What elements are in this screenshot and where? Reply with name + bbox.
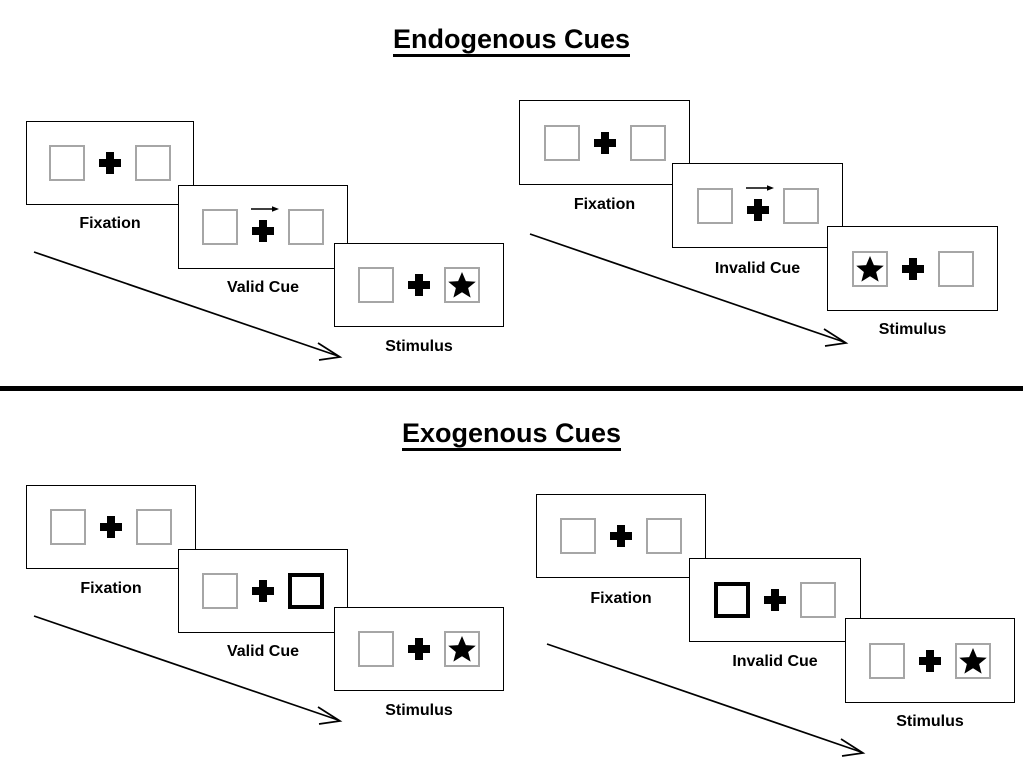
star-icon	[855, 255, 884, 282]
card-content	[537, 495, 705, 577]
placeholder-box-right[interactable]	[646, 518, 682, 554]
cue-center	[251, 206, 279, 242]
card-label-endogenous-invalid-fixation: Fixation	[573, 196, 636, 213]
section-title-exogenous-text: Exogenous Cues	[401, 419, 622, 452]
placeholder-box-left[interactable]	[202, 209, 238, 245]
trial-card-exogenous-valid-cue[interactable]	[178, 549, 348, 633]
placeholder-box-left-target[interactable]	[851, 250, 888, 287]
card-content	[27, 486, 195, 568]
placeholder-box-right[interactable]	[136, 509, 172, 545]
placeholder-box-left[interactable]	[50, 509, 86, 545]
trial-card-exogenous-invalid-cue[interactable]	[689, 558, 861, 642]
plus-icon	[901, 256, 924, 282]
card-label-endogenous-invalid-cue: Invalid Cue	[714, 260, 801, 277]
trial-card-endogenous-invalid-stimulus[interactable]	[827, 226, 998, 311]
card-label-exogenous-valid-fixation: Fixation	[80, 580, 142, 597]
plus-icon	[408, 636, 430, 662]
section-divider	[0, 386, 1023, 391]
section-title-endogenous-text: Endogenous Cues	[392, 25, 630, 58]
trial-card-exogenous-valid-stimulus[interactable]	[334, 607, 504, 691]
plus-icon	[764, 587, 786, 613]
placeholder-box-right-target[interactable]	[444, 631, 480, 667]
placeholder-box-left[interactable]	[560, 518, 596, 554]
plus-icon	[252, 218, 274, 244]
card-content	[179, 550, 347, 632]
card-label-exogenous-valid-stimulus: Stimulus	[385, 702, 453, 719]
plus-icon	[593, 130, 616, 156]
card-label-endogenous-valid-stimulus: Stimulus	[385, 338, 453, 355]
card-content	[690, 559, 860, 641]
trial-card-endogenous-valid-stimulus[interactable]	[334, 243, 504, 327]
trial-card-exogenous-invalid-fixation[interactable]	[536, 494, 706, 578]
trial-card-endogenous-invalid-fixation[interactable]	[519, 100, 690, 185]
diagonal-arrow-icon-endogenous-invalid	[529, 233, 849, 347]
section-title-exogenous: Exogenous Cues	[0, 418, 1023, 452]
placeholder-box-right-target[interactable]	[444, 267, 480, 303]
arrow-right-icon	[745, 184, 774, 191]
placeholder-box-left[interactable]	[49, 145, 85, 181]
card-label-exogenous-invalid-fixation: Fixation	[590, 590, 652, 607]
placeholder-box-left[interactable]	[358, 267, 394, 303]
card-content	[846, 619, 1014, 702]
plus-icon	[99, 150, 121, 176]
trial-card-endogenous-valid-cue[interactable]	[178, 185, 348, 269]
star-icon	[448, 636, 476, 662]
placeholder-box-right-target[interactable]	[955, 642, 991, 679]
star-icon	[959, 647, 987, 674]
card-content	[335, 244, 503, 326]
placeholder-box-right[interactable]	[782, 187, 819, 224]
card-label-exogenous-invalid-cue: Invalid Cue	[732, 653, 818, 670]
diagonal-arrow-icon-exogenous-valid	[33, 615, 343, 725]
trial-card-exogenous-valid-fixation[interactable]	[26, 485, 196, 569]
plus-icon	[746, 197, 769, 223]
arrow-right-icon	[251, 206, 279, 212]
placeholder-box-left-cued[interactable]	[714, 582, 750, 618]
card-label-endogenous-invalid-stimulus: Stimulus	[878, 321, 947, 338]
card-content	[335, 608, 503, 690]
placeholder-box-right[interactable]	[629, 124, 666, 161]
trial-card-exogenous-invalid-stimulus[interactable]	[845, 618, 1015, 703]
placeholder-box-right[interactable]	[800, 582, 836, 618]
trial-card-endogenous-valid-fixation[interactable]	[26, 121, 194, 205]
plus-icon	[408, 272, 430, 298]
card-label-exogenous-valid-cue: Valid Cue	[226, 643, 300, 660]
plus-icon	[919, 648, 941, 674]
placeholder-box-right[interactable]	[937, 250, 974, 287]
section-title-endogenous: Endogenous Cues	[0, 24, 1023, 58]
trial-card-endogenous-invalid-cue[interactable]	[672, 163, 843, 248]
placeholder-box-left[interactable]	[869, 642, 905, 679]
diagonal-arrow-icon-exogenous-invalid	[546, 643, 866, 757]
placeholder-box-left[interactable]	[358, 631, 394, 667]
placeholder-box-right[interactable]	[288, 209, 324, 245]
card-label-endogenous-valid-fixation: Fixation	[79, 215, 141, 232]
card-content	[828, 227, 997, 310]
plus-icon	[610, 523, 632, 549]
card-content	[673, 164, 842, 247]
card-content	[520, 101, 689, 184]
placeholder-box-left[interactable]	[696, 187, 733, 224]
card-content	[179, 186, 347, 268]
plus-icon	[100, 514, 122, 540]
diagonal-arrow-icon-endogenous-valid	[33, 251, 343, 361]
card-label-endogenous-valid-cue: Valid Cue	[226, 279, 300, 296]
placeholder-box-left[interactable]	[202, 573, 238, 609]
card-content	[27, 122, 193, 204]
cue-center	[745, 184, 774, 221]
plus-icon	[252, 578, 274, 604]
star-icon	[448, 272, 476, 298]
placeholder-box-right-cued[interactable]	[288, 573, 324, 609]
placeholder-box-left[interactable]	[543, 124, 580, 161]
card-label-exogenous-invalid-stimulus: Stimulus	[896, 713, 964, 730]
placeholder-box-right[interactable]	[135, 145, 171, 181]
